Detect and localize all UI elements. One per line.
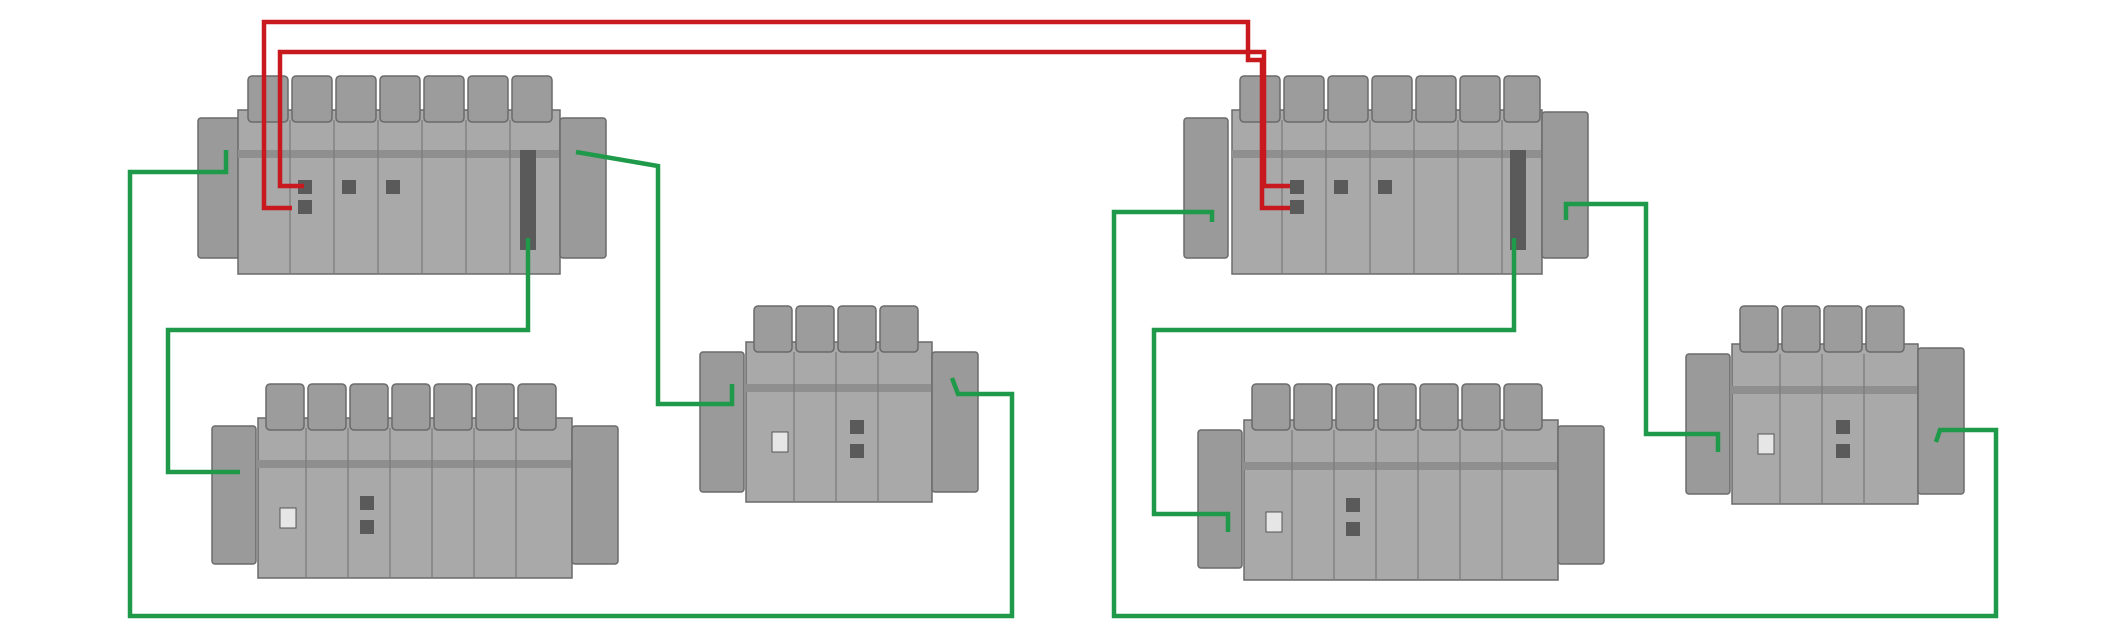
green-cable-links-right xyxy=(1111,201,1999,619)
rack-caps xyxy=(247,75,553,123)
main-rack-left xyxy=(197,75,607,275)
green-cable-right-outer-loop xyxy=(1111,209,1999,619)
side-clamp-right xyxy=(559,117,607,259)
expansion-rack-left-small xyxy=(699,305,979,503)
expansion-rack-left-wide xyxy=(211,383,619,579)
green-cable-right-main-to-small xyxy=(1563,201,1721,452)
green-cable-right-main-to-wide xyxy=(1151,238,1517,532)
side-clamp-left xyxy=(197,117,243,259)
green-cable-left-outer-loop xyxy=(127,150,1015,619)
green-cable-left-main-to-small xyxy=(575,149,735,407)
main-rack-right xyxy=(1183,75,1589,275)
expansion-rack-right-wide xyxy=(1197,383,1605,581)
red-cable-inner xyxy=(277,49,1290,189)
red-cable-links xyxy=(261,19,1290,211)
expansion-rack-right-small xyxy=(1685,305,1965,505)
green-cable-links-left xyxy=(127,149,1015,619)
green-cable-left-main-to-wide xyxy=(165,238,531,475)
